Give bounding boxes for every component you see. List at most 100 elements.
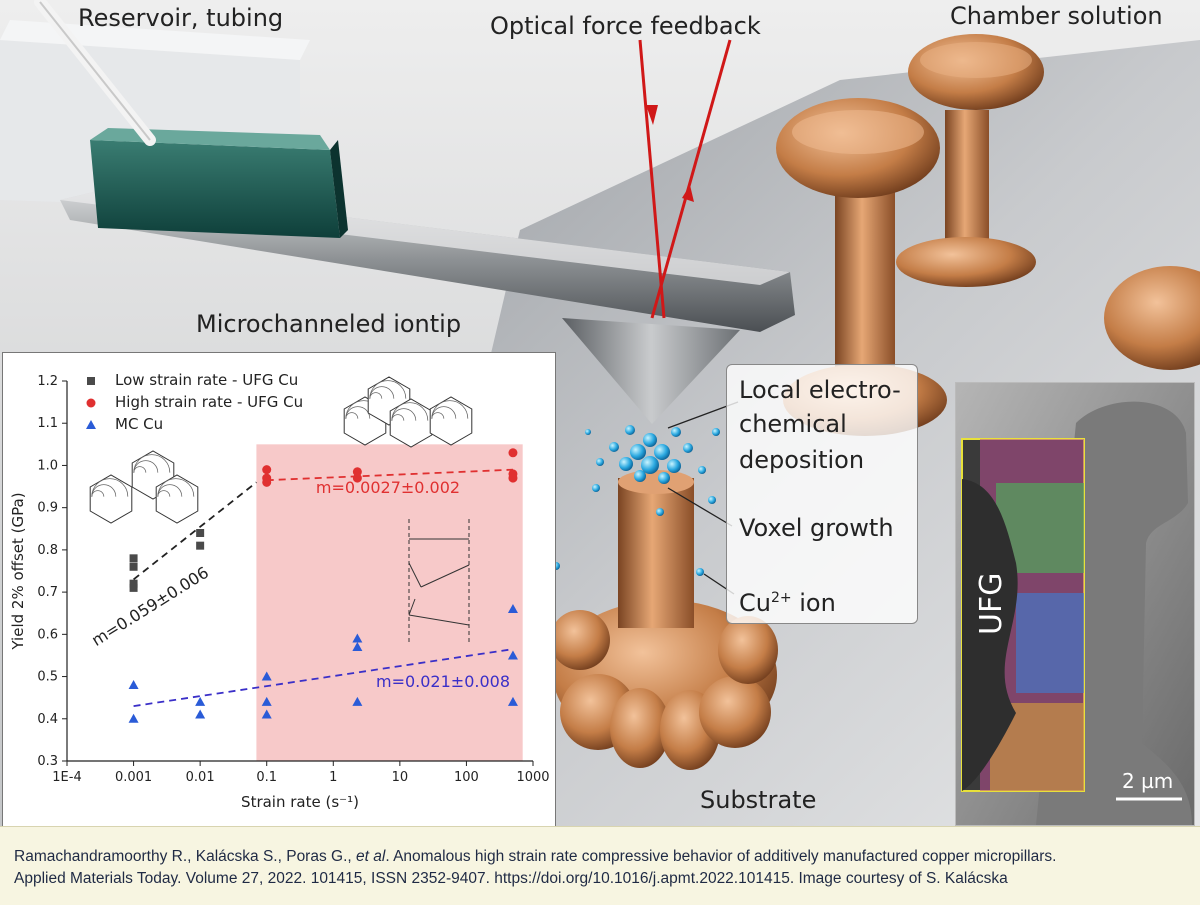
- marker-triangle: [261, 671, 272, 681]
- marker-circle: [352, 467, 362, 477]
- y-tick-label: 0.9: [37, 501, 58, 516]
- fit-line-1: [133, 481, 257, 581]
- marker-triangle: [352, 642, 363, 651]
- sem-image-panel: UFG 2 µm: [955, 382, 1195, 826]
- cu-ion-suffix: ion: [791, 589, 836, 617]
- x-tick-label: 1: [329, 770, 337, 785]
- inset-line: [420, 564, 470, 588]
- marker-square: [129, 554, 138, 563]
- y-tick-label: 0.5: [37, 670, 58, 685]
- label-iontip: Microchanneled iontip: [196, 310, 462, 338]
- fit-label-high: m=0.0027±0.002: [316, 478, 460, 497]
- caption-title: . Anomalous high strain rate compressive…: [385, 848, 1057, 865]
- caption-et-al: et al: [356, 848, 386, 865]
- sem-micrograph: [956, 383, 1194, 825]
- grain-arc: [391, 402, 429, 421]
- caption-line-1: Ramachandramoorthy R., Kalácska S., Pora…: [14, 848, 1056, 866]
- y-tick-label: 1.0: [37, 458, 58, 473]
- grain-sketch-hex: [429, 396, 473, 446]
- x-tick-label: 0.1: [256, 770, 277, 785]
- marker-triangle: [86, 420, 96, 429]
- cu-ion-charge: 2+: [770, 590, 792, 606]
- y-tick-label: 0.4: [37, 712, 58, 727]
- y-tick-label: 0.7: [37, 585, 58, 600]
- reservoir-block: [34, 0, 348, 238]
- y-tick-label: 1.1: [37, 416, 58, 431]
- grain-arc: [91, 478, 129, 497]
- marker-triangle: [507, 696, 518, 706]
- x-tick-label: 0.001: [115, 770, 152, 785]
- marker-circle: [86, 398, 96, 408]
- figure: Reservoir, tubing Optical force feedback…: [0, 0, 1200, 826]
- annotation-voxel-growth: Voxel growth: [739, 514, 894, 542]
- marker-square: [129, 562, 138, 571]
- copper-pillar-front: [550, 470, 778, 770]
- laser-beams: [638, 39, 732, 319]
- label-optical-feedback: Optical force feedback: [490, 12, 761, 40]
- marker-triangle: [261, 696, 272, 706]
- cu-ion-prefix: Cu: [739, 589, 771, 617]
- annotation-box: Local electro- chemical deposition Voxel…: [726, 364, 918, 624]
- caption-line-2: Applied Materials Today. Volume 27, 2022…: [14, 870, 1008, 887]
- caption: Ramachandramoorthy R., Kalácska S., Pora…: [0, 826, 1200, 905]
- y-tick-label: 1.2: [37, 374, 58, 389]
- marker-triangle: [261, 709, 272, 719]
- legend-entry: High strain rate - UFG Cu: [115, 393, 303, 411]
- x-axis-label: Strain rate (s⁻¹): [241, 793, 359, 811]
- marker-triangle: [352, 696, 363, 706]
- grain-arc: [369, 380, 407, 399]
- inset-line: [408, 562, 422, 588]
- marker-triangle: [195, 709, 206, 719]
- marker-square: [87, 377, 95, 385]
- marker-triangle: [128, 713, 139, 723]
- grain-sketch-hex: [389, 398, 433, 448]
- x-tick-label: 100: [454, 770, 479, 785]
- x-tick-label: 10: [392, 770, 409, 785]
- annotation-line2: chemical: [739, 410, 847, 438]
- marker-square: [196, 529, 205, 537]
- y-tick-label: 0.6: [37, 627, 58, 642]
- label-reservoir: Reservoir, tubing: [78, 4, 284, 32]
- y-tick-label: 0.3: [37, 754, 58, 769]
- marker-triangle: [195, 696, 206, 706]
- ion-cloud: [552, 425, 720, 576]
- fit-label-low: m=0.059±0.006: [88, 563, 212, 650]
- marker-circle: [262, 477, 272, 487]
- label-chamber-solution: Chamber solution: [950, 2, 1163, 30]
- y-tick-label: 0.8: [37, 543, 58, 558]
- grain-arc: [431, 400, 469, 419]
- marker-circle: [262, 465, 272, 475]
- marker-triangle: [507, 604, 518, 613]
- x-tick-label: 0.01: [186, 770, 215, 785]
- fit-line-3: [133, 648, 514, 708]
- marker-square: [129, 579, 138, 588]
- legend-entry: Low strain rate - UFG Cu: [115, 371, 298, 389]
- sem-scale-label: 2 µm: [1122, 769, 1174, 793]
- label-substrate: Substrate: [700, 786, 817, 814]
- x-tick-label: 1E-4: [52, 770, 81, 785]
- grain-sketch-hex: [155, 474, 199, 524]
- fit-line-2: [266, 468, 513, 482]
- annotation-line3: deposition: [739, 446, 865, 474]
- marker-triangle: [128, 680, 139, 689]
- marker-square: [196, 541, 205, 550]
- sem-ufg-label: UFG: [974, 572, 1009, 635]
- marker-square: [129, 583, 138, 592]
- strain-rate-chart: 1E-4 0.001 0.01 0.1 1 10 100 1000 0.3 0.4 0.5 0.6 0.…: [9, 371, 550, 811]
- x-tick-label: 1000: [516, 770, 549, 785]
- grain-arc: [133, 454, 171, 473]
- caption-authors: Ramachandramoorthy R., Kalácska S., Pora…: [14, 848, 356, 865]
- grain-sketch-hex: [89, 474, 133, 524]
- legend-entry: MC Cu: [115, 415, 163, 433]
- fit-label-mc: m=0.021±0.008: [376, 672, 510, 691]
- plot-panel: 1E-4 0.001 0.01 0.1 1 10 100 1000 0.3 0.4 0.5 0.6 0.…: [2, 352, 556, 826]
- marker-circle: [508, 473, 518, 483]
- inset-line: [408, 614, 470, 626]
- marker-circle: [508, 448, 518, 458]
- y-axis-label: Yield 2% offset (GPa): [9, 492, 27, 650]
- grain-arc: [157, 478, 195, 497]
- copper-pillar-middle: [776, 98, 947, 436]
- annotation-line1: Local electro-: [739, 376, 901, 404]
- shaded-region: [256, 444, 523, 761]
- marker-triangle: [352, 633, 363, 643]
